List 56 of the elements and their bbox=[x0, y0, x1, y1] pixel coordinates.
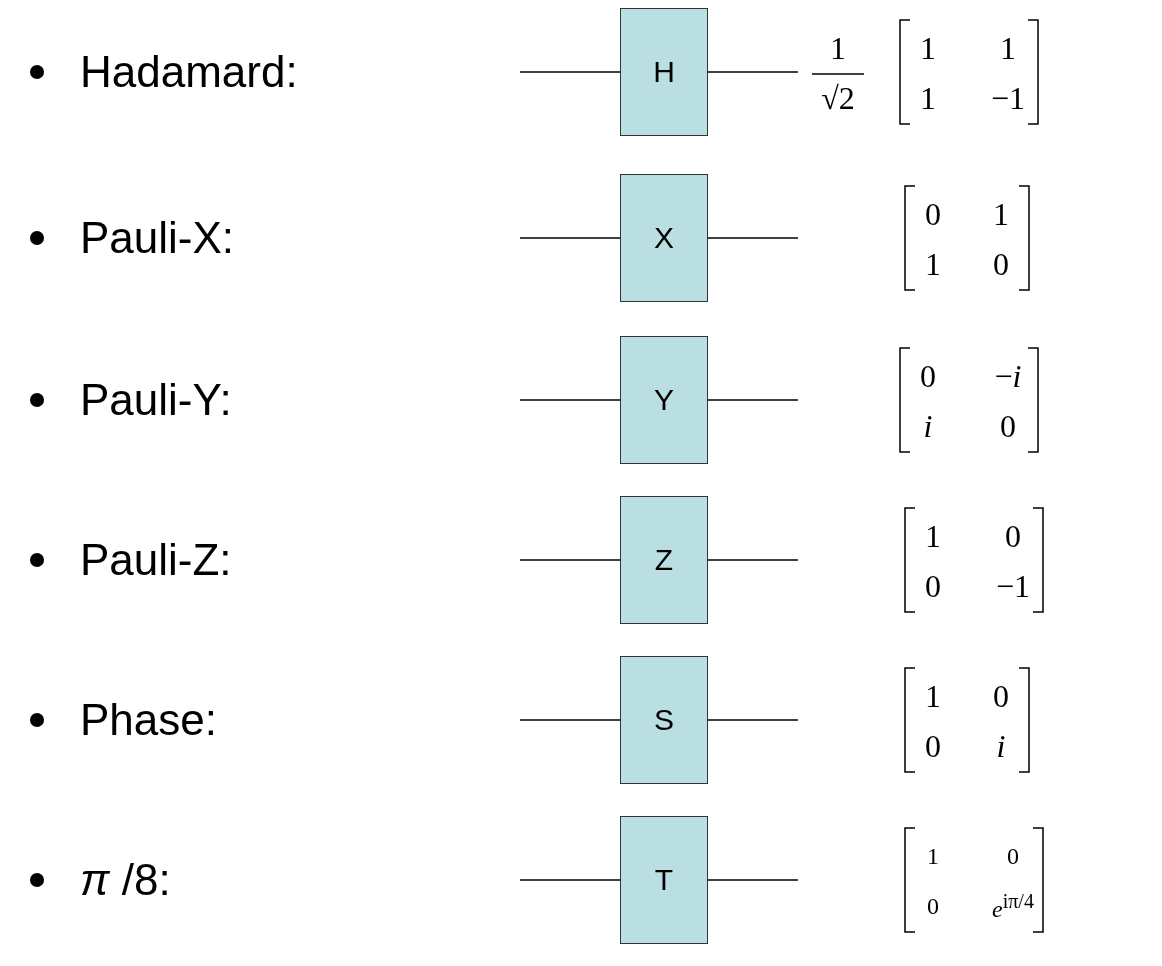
wire-line bbox=[707, 399, 799, 401]
gate-label: T bbox=[654, 863, 674, 897]
gate-box bbox=[620, 336, 708, 464]
wire-line bbox=[707, 879, 799, 881]
gate-box bbox=[620, 496, 708, 624]
matrix-entry: 1 bbox=[1000, 32, 1016, 64]
matrix-entry: 1 bbox=[993, 198, 1009, 230]
gate-label: H bbox=[653, 55, 675, 89]
wire-line bbox=[707, 719, 799, 721]
gate-label: Z bbox=[654, 543, 674, 577]
matrix-entry: −1 bbox=[991, 82, 1025, 114]
matrix-entry: 0 bbox=[1000, 410, 1016, 442]
gate-name: Phase: bbox=[80, 698, 217, 742]
gate-label: S bbox=[654, 703, 674, 737]
matrix-entry: 0 bbox=[1007, 844, 1019, 868]
gate-name: Pauli-Z: bbox=[80, 538, 232, 582]
wire-line bbox=[707, 71, 799, 73]
gate-box bbox=[620, 656, 708, 784]
matrix-entry: 1 bbox=[927, 844, 939, 868]
matrix-entry: 1 bbox=[925, 520, 941, 552]
matrix-entry: 1 bbox=[925, 248, 941, 280]
gate-box bbox=[620, 8, 708, 136]
fraction-term: 1 bbox=[830, 32, 846, 64]
matrix-entry: 0 bbox=[993, 248, 1009, 280]
gate-box bbox=[620, 816, 708, 944]
matrix-entry: e$^{iπ/4}$ bbox=[992, 891, 1034, 921]
wire-line bbox=[707, 559, 799, 561]
matrix-entry: i bbox=[923, 410, 933, 442]
gate-label: Y bbox=[654, 383, 674, 417]
fraction-term: √2 bbox=[821, 82, 855, 114]
wire-line bbox=[519, 71, 621, 73]
matrix-entry: 0 bbox=[925, 570, 941, 602]
matrix-entry: 1 bbox=[920, 32, 936, 64]
matrix-entry: −i bbox=[994, 360, 1022, 392]
wire-line bbox=[519, 719, 621, 721]
gate-name: Hadamard: bbox=[80, 50, 298, 94]
matrix-entry: 0 bbox=[1005, 520, 1021, 552]
matrix-entry: 0 bbox=[925, 730, 941, 762]
matrix-entry: 1 bbox=[925, 680, 941, 712]
wire-line bbox=[519, 559, 621, 561]
wire-line bbox=[519, 879, 621, 881]
matrix-entry: −1 bbox=[996, 570, 1030, 602]
gate-box bbox=[620, 174, 708, 302]
gate-name: π /8: bbox=[80, 858, 171, 902]
gate-label: X bbox=[654, 221, 674, 255]
wire-line bbox=[519, 399, 621, 401]
wire-line bbox=[519, 237, 621, 239]
matrix-entry: i bbox=[996, 730, 1006, 762]
gate-name: Pauli-Y: bbox=[80, 378, 232, 422]
matrix-entry: 0 bbox=[993, 680, 1009, 712]
gate-name: Pauli-X: bbox=[80, 216, 235, 260]
matrix-entry: 0 bbox=[927, 894, 939, 918]
matrix-entry: 0 bbox=[920, 360, 936, 392]
matrix-entry: 1 bbox=[920, 82, 936, 114]
matrix-entry: 0 bbox=[925, 198, 941, 230]
wire-line bbox=[707, 237, 799, 239]
